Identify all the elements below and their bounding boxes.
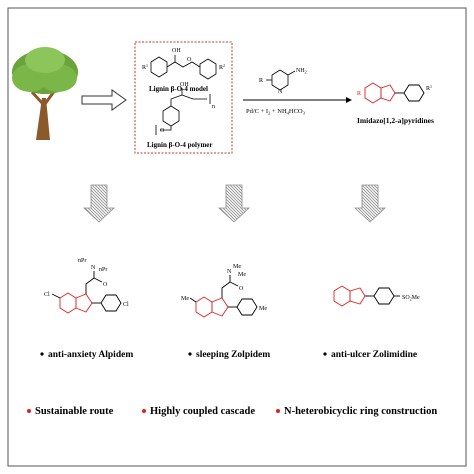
lignin-box bbox=[134, 41, 233, 154]
alpidem-structure bbox=[51, 271, 122, 314]
lignin-polymer-structure bbox=[155, 88, 211, 135]
alpidem-o-label: O bbox=[103, 282, 108, 288]
oh-label-model: OH bbox=[172, 48, 181, 54]
n-label-polymer: n bbox=[212, 104, 215, 110]
zolimidine-name: anti-ulcer Zolimidine bbox=[331, 350, 417, 360]
zolpidem-me4: Me bbox=[259, 306, 267, 312]
r1-label-model: R1 bbox=[142, 63, 148, 71]
highlight-ring-construction: N-heterobicyclic ring construction bbox=[284, 406, 437, 417]
oh-label-polymer: OH bbox=[180, 82, 189, 88]
o-label-model: O bbox=[187, 57, 192, 63]
zolpidem-n-label: N bbox=[227, 269, 232, 275]
zolpidem-me2: Me bbox=[238, 272, 246, 278]
highlight-cascade: Highly coupled cascade bbox=[150, 406, 255, 417]
nh2-label: NH2 bbox=[296, 68, 307, 75]
zolpidem-o-label: O bbox=[239, 286, 244, 292]
arrow-tree-to-lignin bbox=[81, 89, 127, 111]
reaction-conditions: Pd/C + I2 + NH4HCO3 bbox=[246, 108, 306, 116]
alpidem-cl2: Cl bbox=[123, 302, 129, 308]
pyridine-n-label: N bbox=[278, 89, 283, 95]
alpidem-cl1: Cl bbox=[44, 292, 50, 298]
imidazopyridine-product-structure bbox=[364, 82, 425, 104]
aminopyridine-structure bbox=[266, 69, 296, 91]
alpidem-n-label: N bbox=[91, 265, 96, 271]
highlight-bullet-3 bbox=[276, 409, 280, 413]
highlight-bullet-2 bbox=[142, 409, 146, 413]
highlight-sustainable: Sustainable route bbox=[35, 406, 114, 417]
r2-label-model: R2 bbox=[219, 63, 225, 71]
bullet-dot-alpidem bbox=[40, 352, 44, 356]
lignin-polymer-caption: Lignin β-O-4 polymer bbox=[147, 141, 213, 149]
alpidem-npr1: nPr bbox=[78, 258, 86, 264]
alpidem-npr2: nPr bbox=[99, 267, 107, 273]
zolpidem-structure bbox=[189, 275, 258, 318]
bullet-dot-zolimidine bbox=[323, 352, 327, 356]
bullet-dot-zolpidem bbox=[188, 352, 192, 356]
o-label-polymer: O bbox=[160, 128, 165, 134]
product-r1-label: R1 bbox=[426, 84, 432, 92]
alpidem-name: anti-anxiety Alpidem bbox=[48, 350, 133, 360]
product-label: Imidazo[1,2-a]pyridines bbox=[357, 116, 434, 125]
highlight-bullet-1 bbox=[27, 409, 31, 413]
zolimidine-so2me: SO2Me bbox=[402, 295, 420, 302]
zolpidem-me3: Me bbox=[181, 296, 189, 302]
lignin-model-structure bbox=[150, 55, 217, 80]
tree-icon bbox=[12, 47, 78, 140]
zolimidine-structure bbox=[333, 285, 400, 307]
down-arrow-right bbox=[353, 184, 387, 223]
zolpidem-me1: Me bbox=[233, 264, 241, 270]
lignin-model-caption: Lignin β-O-4 model bbox=[149, 85, 208, 93]
outer-border bbox=[7, 7, 467, 467]
zolpidem-name: sleeping Zolpidem bbox=[196, 350, 270, 360]
down-arrow-left bbox=[82, 184, 116, 223]
down-arrow-middle bbox=[217, 184, 251, 223]
reagent-r-label: R bbox=[259, 78, 263, 84]
reaction-arrowhead bbox=[346, 97, 352, 103]
product-r-label: R bbox=[357, 91, 361, 97]
